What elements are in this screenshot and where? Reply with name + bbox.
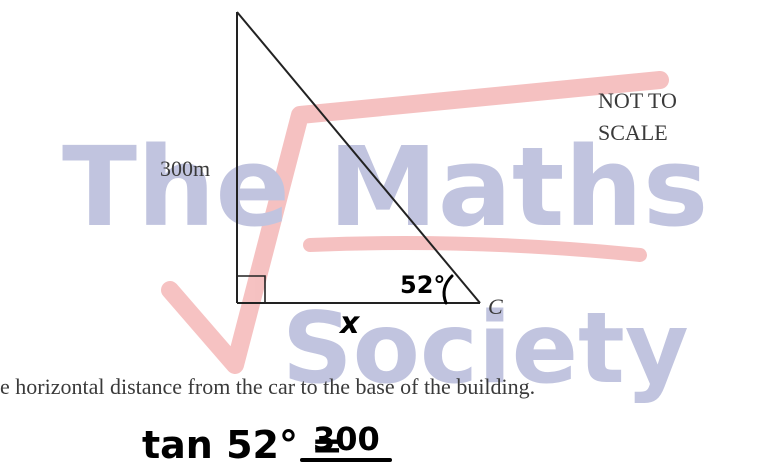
question-text: e horizontal distance from the car to th… <box>0 374 535 399</box>
watermark-line1: The Maths <box>62 123 708 251</box>
vertex-label-c: C <box>488 294 503 319</box>
right-triangle <box>236 11 481 304</box>
scale-note-line2: SCALE <box>598 120 668 145</box>
watermark-line2: Society <box>282 292 689 406</box>
height-label: 300m <box>160 156 210 181</box>
unknown-side-label: x <box>338 306 361 341</box>
watermark: The Maths Society <box>62 71 708 406</box>
watermark-underline <box>303 235 647 262</box>
angle-arc <box>442 274 454 305</box>
right-angle-marker <box>237 275 266 303</box>
equation-numerator: 300 <box>313 420 380 458</box>
watermark-tick <box>161 71 669 374</box>
angle-label: 52° <box>400 271 445 299</box>
hypotenuse <box>236 11 481 304</box>
scale-note-line1: NOT TO <box>598 88 677 113</box>
